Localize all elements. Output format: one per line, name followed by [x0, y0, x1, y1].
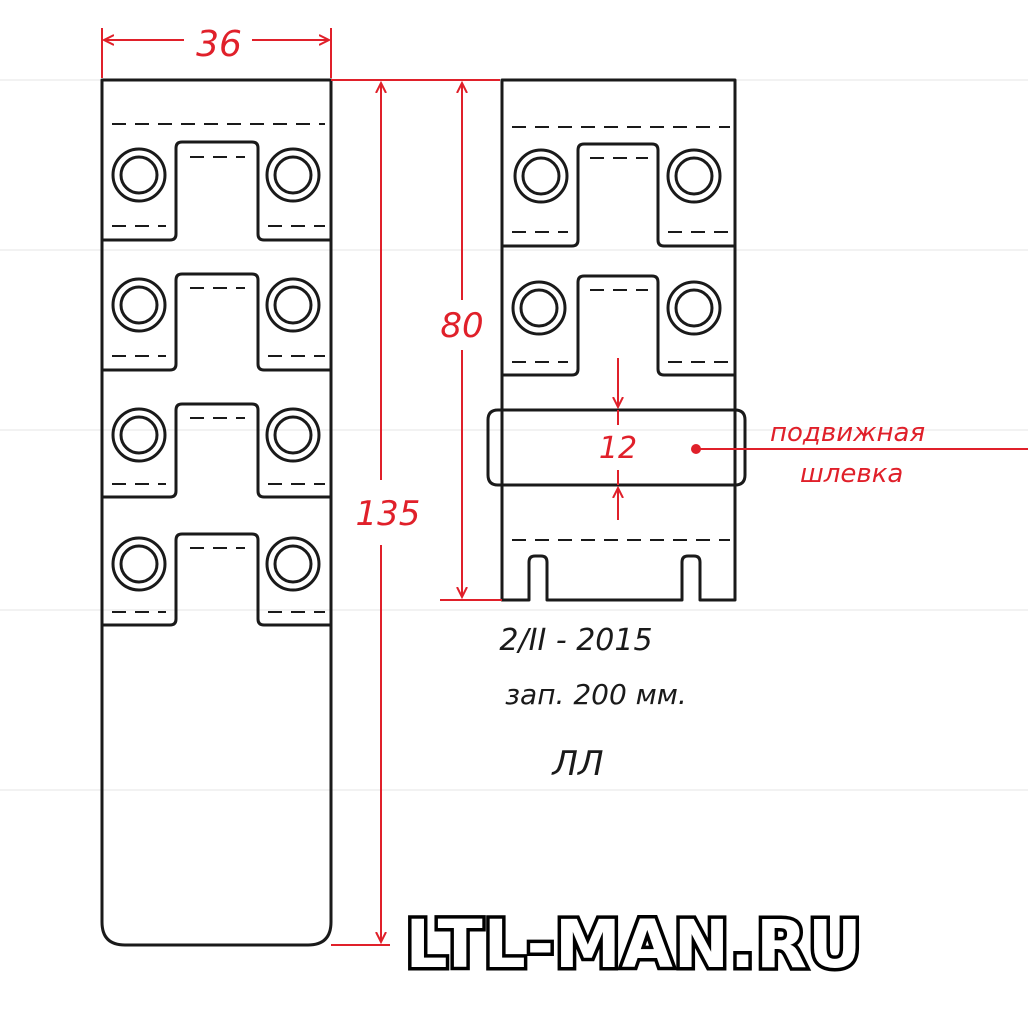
- sliding-loop-callout: подвижная шлевка: [691, 418, 1028, 489]
- hole-outer: [666, 148, 722, 204]
- long-strap-outline: [100, 78, 333, 947]
- part-length-dimension: 80: [440, 83, 502, 601]
- hole-outer: [265, 536, 321, 592]
- width-label: 36: [196, 24, 242, 65]
- hole-inner: [674, 156, 714, 196]
- hole-inner: [119, 415, 159, 455]
- hole-row-3: [100, 402, 333, 499]
- length-dimension: 135: [331, 79, 500, 946]
- hole-inner: [273, 285, 313, 325]
- hole-row-2: [500, 274, 737, 377]
- hole-outer: [111, 407, 167, 463]
- part-length-label: 80: [440, 306, 483, 346]
- hole-outer: [513, 148, 569, 204]
- note-signature: ЛЛ: [550, 744, 603, 784]
- length-label: 135: [356, 494, 421, 534]
- sliding-loop: [486, 408, 747, 487]
- note-date: 2/II - 2015: [499, 623, 652, 658]
- hole-row-1: [100, 140, 333, 242]
- hole-outer: [265, 407, 321, 463]
- hole-inner: [119, 544, 159, 584]
- short-strap-outline: [500, 78, 737, 602]
- hole-inner: [273, 155, 313, 195]
- hole-inner: [674, 288, 714, 328]
- hole-inner: [119, 155, 159, 195]
- width-dimension: 36: [101, 24, 332, 78]
- hole-outer: [111, 277, 167, 333]
- hole-inner: [519, 288, 559, 328]
- hole-outer: [111, 536, 167, 592]
- hole-inner: [273, 415, 313, 455]
- callout-line-2: шлевка: [800, 459, 903, 489]
- watermark: LTL-MAN.RU: [405, 906, 862, 983]
- loop-width-dimension: 12: [599, 358, 637, 520]
- hole-inner: [521, 156, 561, 196]
- hole-row-4: [100, 532, 333, 627]
- callout-line-1: подвижная: [770, 418, 925, 448]
- paper-grid: [0, 79, 1028, 791]
- long-strap-part: [100, 78, 333, 947]
- hole-row-1: [500, 142, 737, 248]
- short-strap-part: [486, 78, 747, 602]
- notes: 2/II - 2015 зап. 200 мм. ЛЛ: [499, 623, 686, 784]
- hole-inner: [273, 544, 313, 584]
- hole-inner: [119, 285, 159, 325]
- hole-outer: [265, 147, 321, 203]
- hole-outer: [511, 280, 567, 336]
- note-stock: зап. 200 мм.: [505, 678, 687, 711]
- loop-width-label: 12: [599, 431, 637, 466]
- hole-outer: [111, 147, 167, 203]
- hole-row-2: [100, 272, 333, 372]
- hole-outer: [265, 277, 321, 333]
- hole-outer: [666, 280, 722, 336]
